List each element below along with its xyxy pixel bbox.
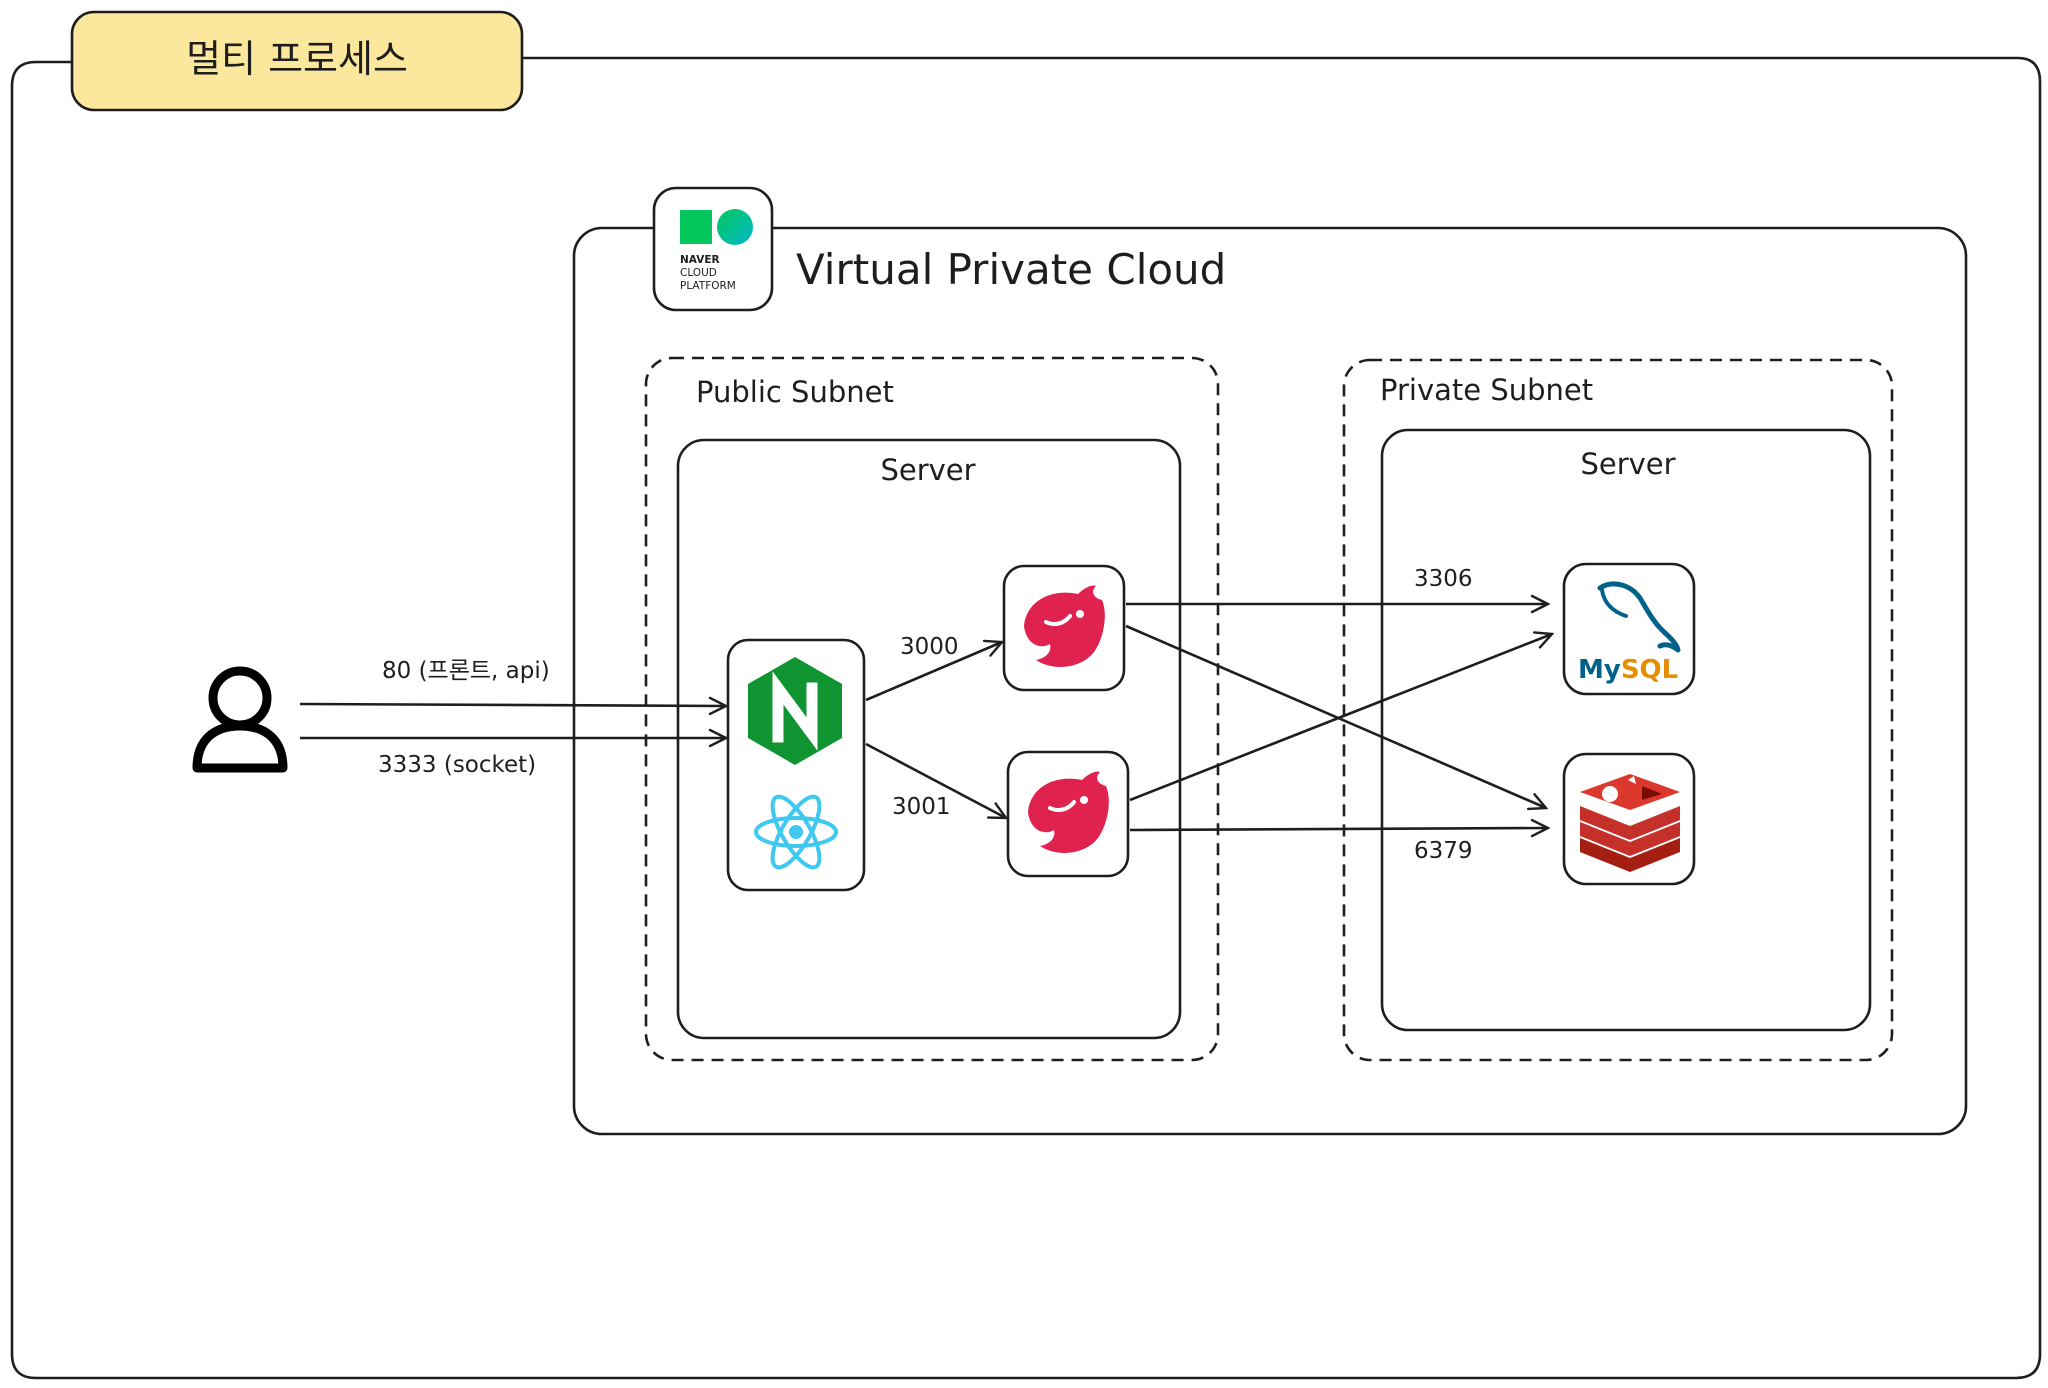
naver-cloud-logo: NAVER CLOUD PLATFORM [652,186,774,312]
label-port-6379: 6379 [1414,838,1473,864]
public-server-label: Server [880,453,975,487]
ncp-circle-icon [717,209,753,245]
connection-arrows [299,604,1552,830]
arrow-nginx-nest2 [865,742,1006,818]
label-port-3001: 3001 [892,794,951,820]
ncp-logo-line-3: PLATFORM [680,280,736,292]
nestjs-tile-1[interactable] [1002,564,1126,692]
user-actor[interactable] [192,666,288,773]
private-server-label: Server [1580,447,1675,481]
private-server-box [1380,428,1872,1032]
nestjs-icon [1028,771,1109,853]
mysql-icon: MySQL [1578,581,1681,685]
ncp-logo-line-1: NAVER [680,254,720,266]
arrow-user-http [299,704,726,706]
private-subnet-label: Private Subnet [1380,373,1593,407]
connection-labels: 80 (프론트, api) 3333 (socket) 3000 3001 33… [378,566,1473,864]
label-port-3306: 3306 [1414,566,1473,592]
nginx-icon [748,657,842,765]
nestjs-icon [1024,585,1105,667]
label-port-3000: 3000 [900,634,959,660]
label-user-http: 80 (프론트, api) [382,658,550,684]
ncp-logo-line-2: CLOUD [680,267,717,279]
redis-icon [1580,774,1680,872]
label-user-socket: 3333 (socket) [378,752,536,778]
arrow-nest2-redis [1129,828,1548,830]
mysql-wordmark: MySQL [1578,655,1678,685]
vpc-label: Virtual Private Cloud [796,245,1226,294]
ncp-square-icon [680,210,712,244]
public-subnet-label: Public Subnet [696,375,894,409]
mysql-tile[interactable]: MySQL [1562,562,1696,696]
vpc-container: NAVER CLOUD PLATFORM Virtual Private Clo… [572,186,1968,1136]
nginx-react-tile[interactable] [726,638,866,892]
title-tab: 멀티 프로세스 [70,10,524,112]
redis-tile[interactable] [1562,752,1696,886]
arrow-nginx-nest1 [865,642,1002,702]
react-icon [754,794,838,870]
arrow-nest1-redis [1125,624,1546,808]
user-icon [192,666,288,773]
nestjs-tile-2[interactable] [1006,750,1130,878]
private-subnet: Private Subnet Server MySQL [1342,358,1894,1062]
diagram-title: 멀티 프로세스 [186,37,408,81]
public-subnet: Public Subnet Server [644,356,1220,1062]
arrow-nest2-mysql [1129,634,1552,802]
